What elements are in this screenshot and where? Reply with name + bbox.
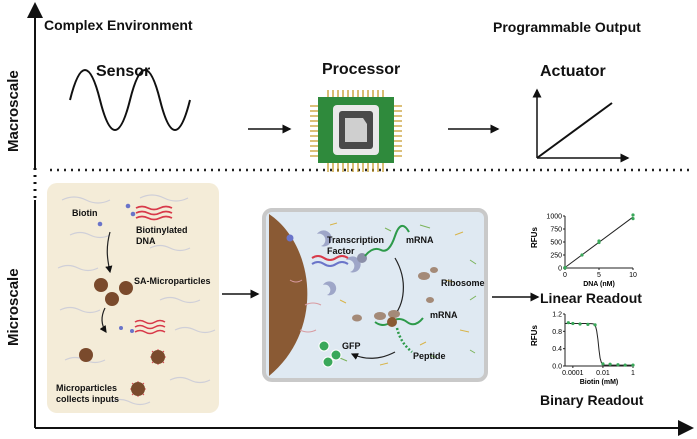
data-point [616,363,620,367]
biotinylated-dna-icon [135,205,173,221]
data-point [580,253,584,257]
data-point [566,321,570,325]
data-point [571,321,575,326]
mrna-mid-label: mRNA [430,310,458,320]
y-tick-label: 1000 [546,214,562,221]
sigmoid-fit [565,323,633,366]
data-point [623,363,627,367]
data-point [631,217,635,221]
header-complex-environment: Complex Environment [44,17,193,33]
gfp-label: GFP [342,341,361,351]
ribosome-icons [352,267,438,322]
peptide-label: Peptide [413,351,446,361]
dna-label: DNA [136,236,156,246]
collects-label-2: collects inputs [56,394,120,404]
flow-arrow-2 [99,307,107,333]
gfp-icons [318,340,342,368]
actuator-label: Actuator [540,63,606,80]
cell-free-system [262,208,488,382]
y-tick-label: 0.8 [552,329,562,336]
sa-microparticles [94,278,133,306]
sa-microparticles-label: SA-Microparticles [134,276,211,286]
dna-strand [311,255,349,267]
data-point [578,322,582,326]
y-tick-label: 1.2 [552,312,562,319]
x-tick-label: 0.01 [596,370,610,377]
y-tick-label: 500 [550,240,562,247]
collects-label-1: Microparticles [56,383,118,393]
transcription-label: Transcription [327,235,385,245]
mixed-inputs [119,319,166,335]
mrna-top [364,225,410,257]
data-point [631,213,635,217]
processor-chip-icon [310,90,402,172]
biotinylated-label: Biotinylated [136,225,188,235]
ribosome-label: Ribosome [441,278,485,288]
y-axis-title: RFUs [530,325,539,346]
header-programmable-output: Programmable Output [493,19,641,35]
binary-readout-caption: Binary Readout [540,392,644,408]
mrna-mid [374,317,424,326]
data-point [597,239,601,243]
data-point [563,265,567,270]
microparticle-surface [269,214,308,376]
data-point [631,363,635,367]
linear-readout-caption: Linear Readout [540,290,642,306]
gfp-arrow [350,351,396,360]
macroscale-label: Macroscale [5,70,22,152]
y-tick-label: 750 [550,227,562,234]
data-point [601,362,605,366]
data-point [586,322,590,326]
biotin-dots [97,203,136,227]
processor-label: Processor [322,61,401,78]
factor-label: Factor [327,246,355,256]
x-tick-label: 0 [563,272,567,279]
x-axis-title: DNA (nM) [583,281,615,288]
y-tick-label: 0 [558,266,562,273]
y-tick-label: 0.4 [552,346,562,353]
y-axis-title: RFUs [530,227,539,248]
transcription-factor-icon [286,230,361,296]
x-tick-label: 10 [629,272,637,279]
x-axis-title: Biotin (mM) [580,379,619,386]
mrna-top-label: mRNA [406,235,434,245]
cell-red-strands [289,279,322,333]
actuator-plot [532,88,630,163]
x-tick-label: 1 [631,370,635,377]
cell-background-strands [329,222,477,366]
data-point [608,362,612,366]
data-point [593,323,597,327]
x-tick-label: 0.0001 [562,370,584,377]
microscale-label: Microscale [5,268,22,346]
loaded-microparticles [79,348,166,397]
biotin-label: Biotin [72,208,98,218]
y-tick-label: 0.0 [552,364,562,371]
y-tick-label: 250 [550,253,562,260]
ribosome-on-mrna [387,317,397,327]
panel-strands [57,194,216,406]
flow-arrow-1 [105,231,113,274]
x-tick-label: 5 [597,272,601,279]
sensor-label: Sensor [96,63,151,80]
sensor-wave [69,69,191,131]
